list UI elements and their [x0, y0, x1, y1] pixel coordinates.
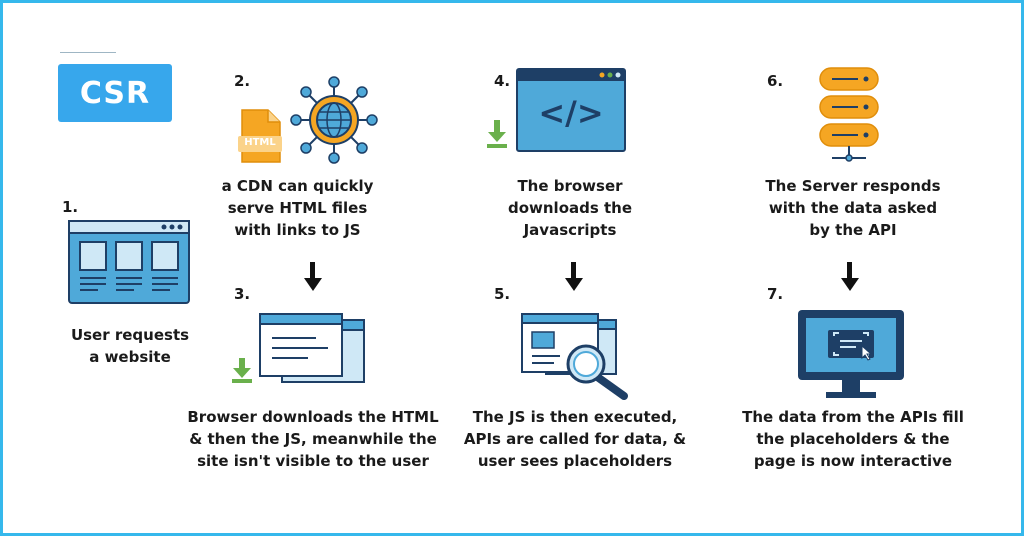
code-symbol: </> — [538, 94, 604, 132]
down-arrow-icon — [840, 262, 860, 292]
cdn-globe-icon — [290, 76, 378, 164]
csr-badge: CSR — [58, 64, 172, 122]
down-arrow-icon — [303, 262, 323, 292]
code-window-icon: </> — [516, 68, 626, 152]
monitor-icon — [796, 308, 906, 400]
download-icon — [231, 358, 253, 384]
down-arrow-icon — [564, 262, 584, 292]
step-1-number: 1. — [62, 198, 79, 216]
browser-pages-icon — [258, 312, 368, 386]
server-icon — [818, 66, 880, 164]
step-5-caption: The JS is then executed, APIs are called… — [463, 408, 687, 470]
step-4-caption: The browser downloads the Javascripts — [507, 177, 633, 239]
html-file-icon: HTML — [236, 108, 286, 164]
step-3-number: 3. — [234, 285, 251, 303]
step-7-number: 7. — [767, 285, 784, 303]
step-3-caption: Browser downloads the HTML & then the JS… — [187, 408, 439, 470]
step-6-number: 6. — [767, 72, 784, 90]
step-2-caption: a CDN can quickly serve HTML files with … — [221, 177, 374, 239]
search-pages-icon — [520, 312, 632, 402]
step-5-number: 5. — [494, 285, 511, 303]
step-6-caption: The Server responds with the data asked … — [765, 177, 941, 239]
download-icon — [486, 120, 508, 150]
title-underline — [60, 52, 116, 53]
step-2-number: 2. — [234, 72, 251, 90]
html-file-label: HTML — [244, 137, 276, 148]
step-1-caption: User requests a website — [70, 326, 190, 366]
website-window-icon — [68, 220, 190, 304]
step-7-caption: The data from the APIs fill the placehol… — [742, 408, 964, 470]
step-4-number: 4. — [494, 72, 511, 90]
